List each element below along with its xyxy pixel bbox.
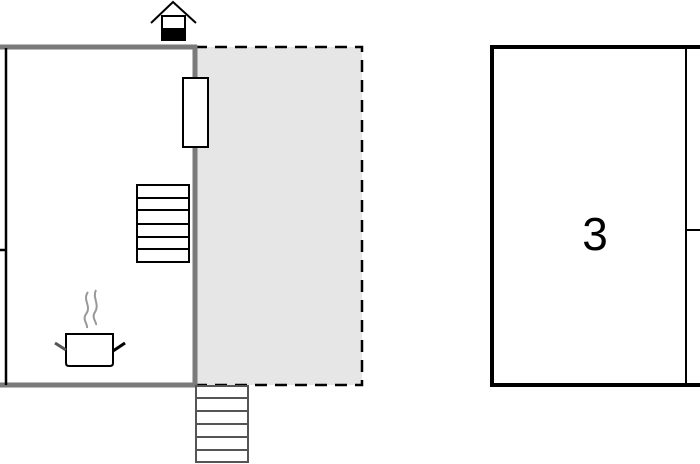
room-3: 3 [490, 45, 700, 387]
house-entrance-icon [150, 0, 197, 41]
room-number-label: 3 [582, 208, 608, 260]
cooking-pot-icon [54, 289, 126, 367]
terrace [193, 45, 364, 387]
stairs-icon [136, 184, 190, 263]
outdoor-stairs-icon [195, 385, 249, 463]
window-icon [182, 77, 209, 148]
